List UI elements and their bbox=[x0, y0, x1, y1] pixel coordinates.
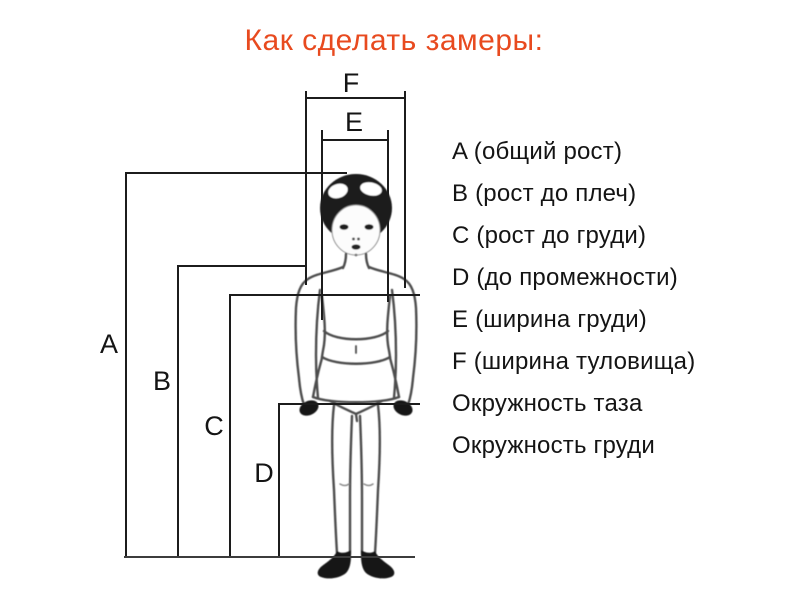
figure-face bbox=[331, 204, 381, 257]
measure-label-b: B bbox=[153, 366, 171, 396]
measure-label-f: F bbox=[343, 68, 360, 98]
legend-item-e-chest-width: E (ширина груди) bbox=[452, 306, 647, 333]
legend-item-b-height-to-shoulders: B (рост до плеч) bbox=[452, 180, 637, 207]
measurement-legend: A (общий рост) B (рост до плеч) C (рост … bbox=[452, 131, 782, 467]
figure-body bbox=[294, 252, 418, 556]
measure-label-c: C bbox=[204, 411, 224, 441]
measure-line-f bbox=[305, 91, 406, 288]
legend-item-f-body-width: F (ширина туловища) bbox=[452, 348, 696, 375]
measure-line-b bbox=[177, 265, 307, 557]
measure-line-c bbox=[229, 294, 420, 557]
figure-feet bbox=[317, 550, 395, 579]
legend-item-a-total-height: A (общий рост) bbox=[452, 138, 623, 165]
legend-item-d-to-crotch: D (до промежности) bbox=[452, 264, 678, 291]
legend-item-hip-circumference: Окружность таза bbox=[452, 390, 643, 417]
measure-line-d bbox=[278, 403, 420, 557]
legend-item-chest-circumference: Окружность груди bbox=[452, 432, 655, 459]
measure-label-e: E bbox=[345, 107, 363, 137]
measure-line-e bbox=[321, 130, 389, 320]
measure-label-d: D bbox=[254, 458, 274, 488]
measure-line-a bbox=[125, 172, 347, 557]
legend-item-c-height-to-chest: C (рост до груди) bbox=[452, 222, 647, 249]
child-figure-illustration bbox=[294, 174, 418, 579]
measure-label-a: A bbox=[100, 329, 118, 359]
page-title: Как сделать замеры: bbox=[244, 24, 544, 57]
